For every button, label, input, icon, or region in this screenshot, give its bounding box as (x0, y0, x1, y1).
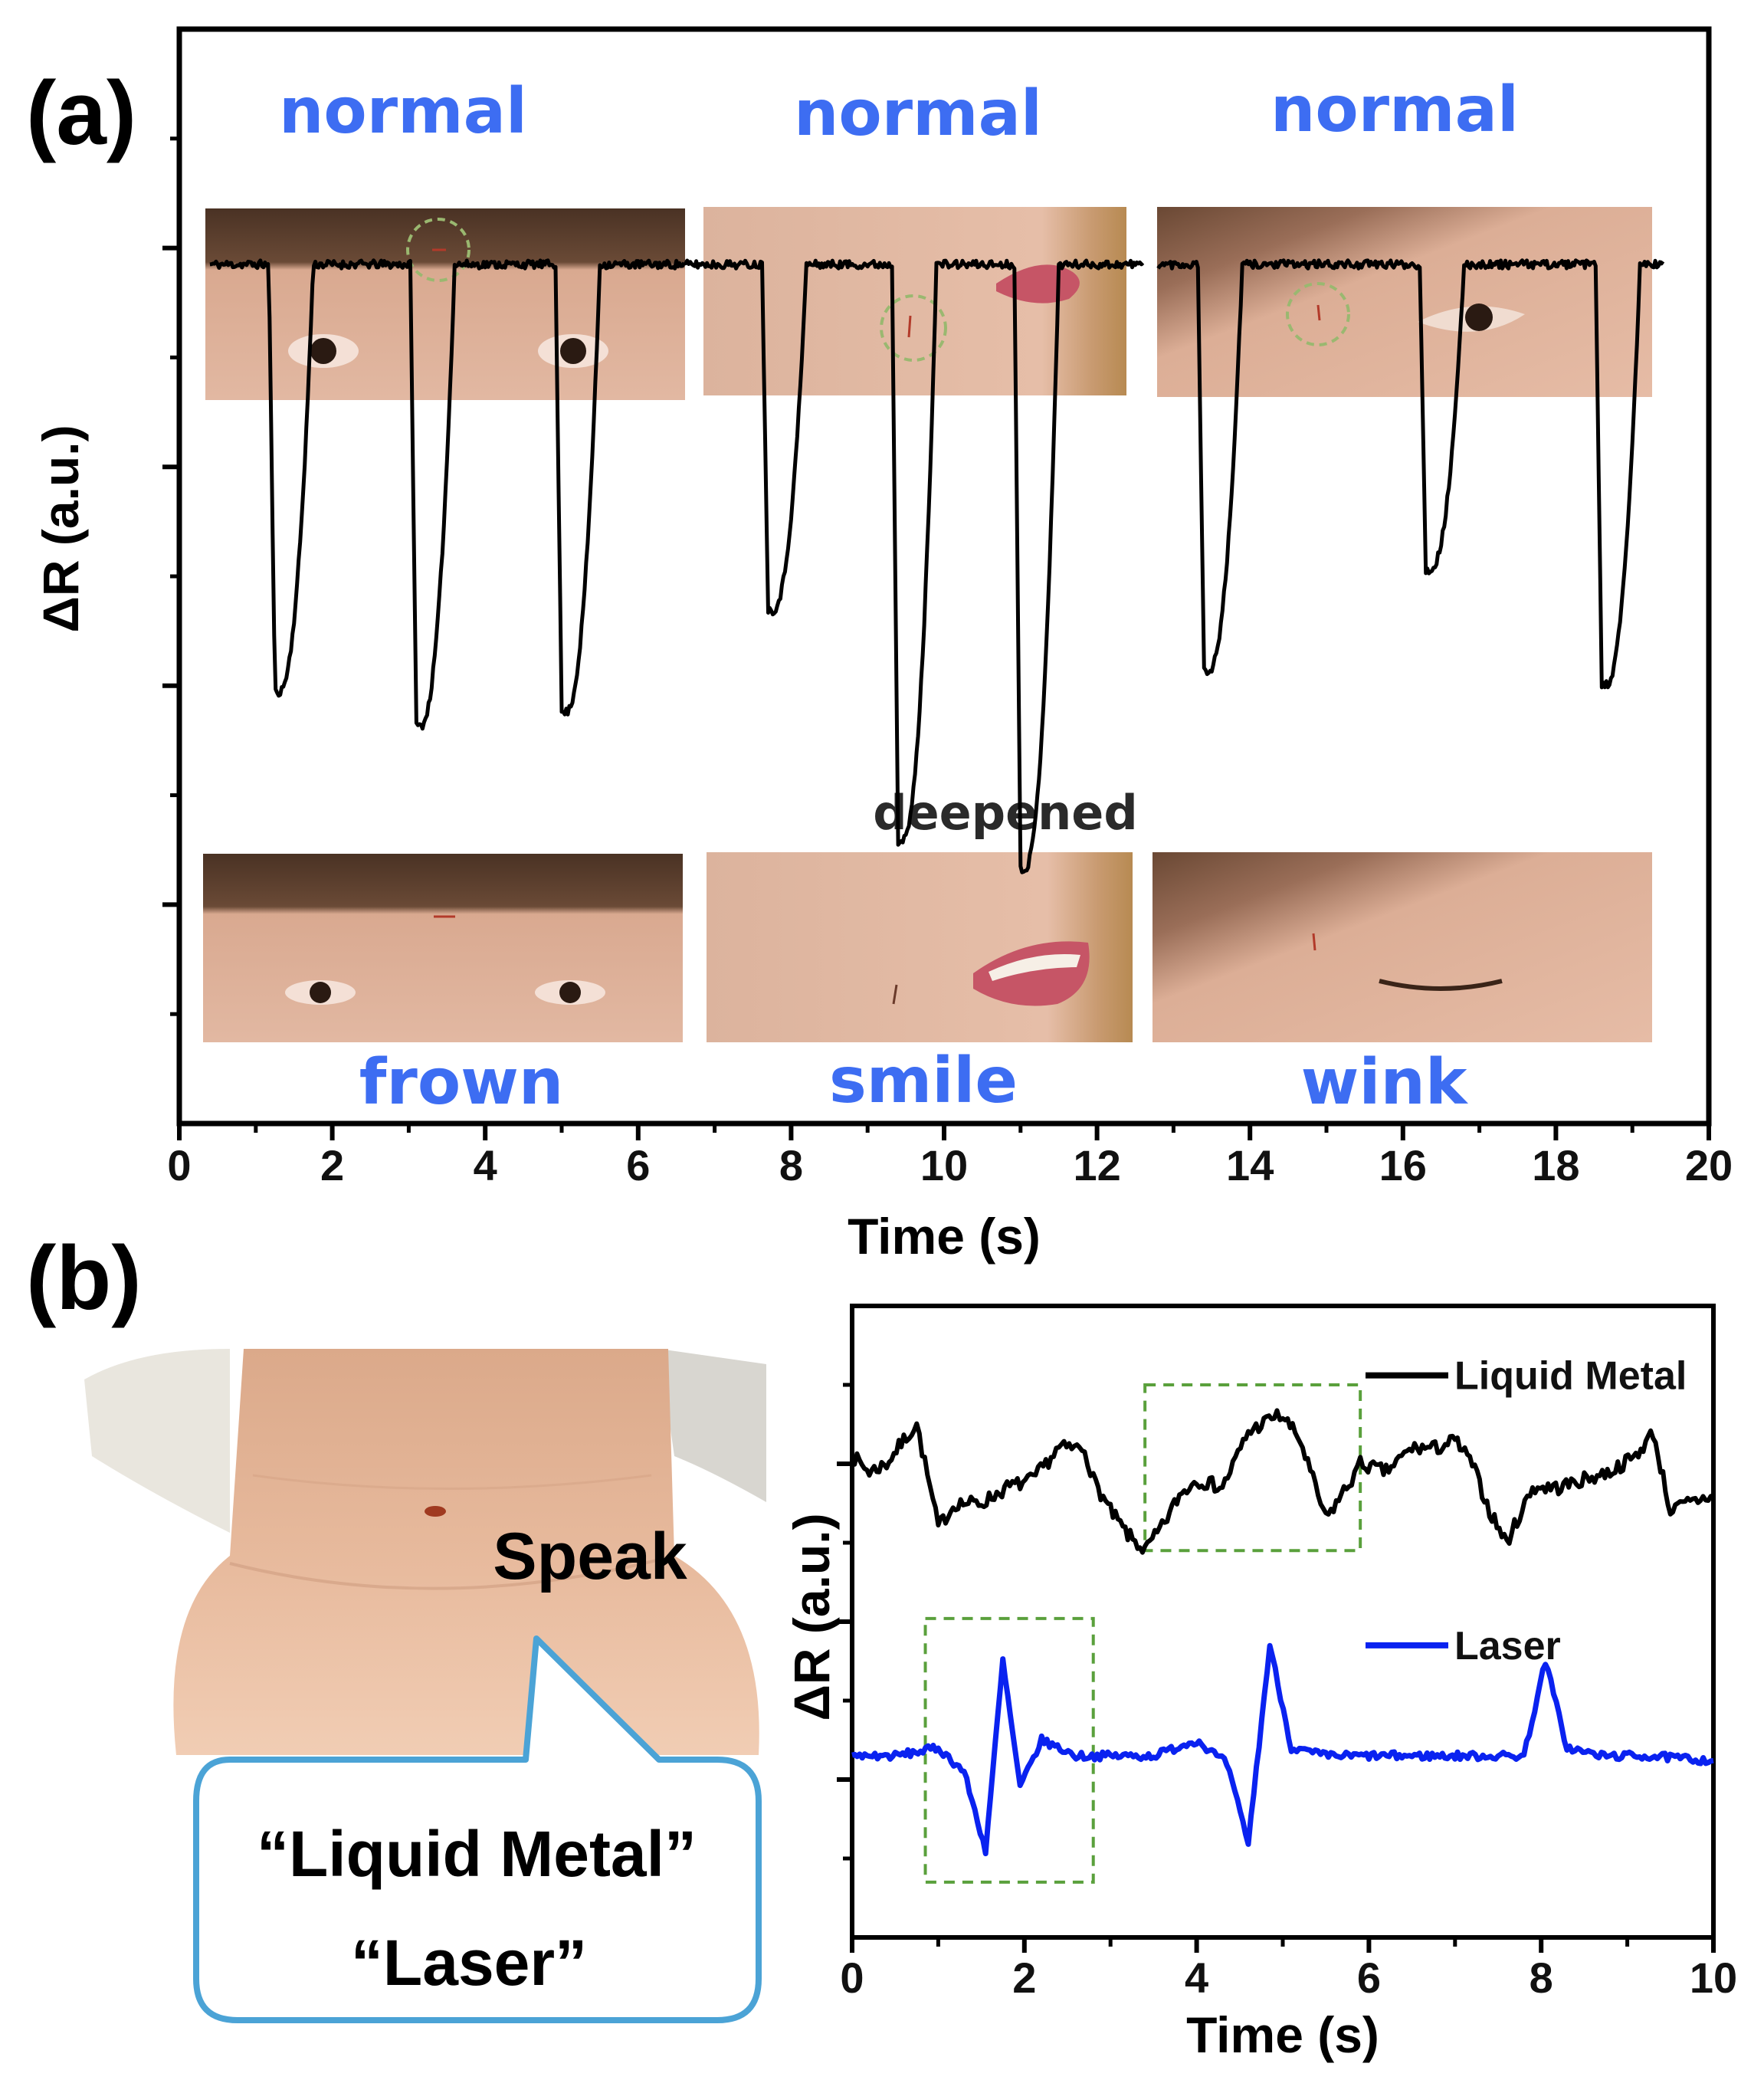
x-tick-label-a: 20 (1685, 1141, 1733, 1189)
x-tick-label-a: 12 (1073, 1141, 1120, 1189)
panel-a-label: (a) (26, 63, 136, 164)
photo-mouth-smile (707, 852, 1133, 1042)
y-axis-title-a: ΔR (a.u.) (32, 425, 89, 632)
caption-wink: wink (1301, 1046, 1469, 1119)
speak-label: Speak (493, 1520, 687, 1593)
x-tick-label-a: 0 (167, 1141, 191, 1189)
panel-a-photos (203, 207, 1652, 1042)
bubble-line-2: “Laser” (351, 1927, 587, 1999)
caption-normal-2: normal (794, 77, 1042, 150)
x-tick-label-b: 0 (840, 1954, 864, 2002)
highlight-box-2 (923, 1616, 1095, 1884)
caption-normal-1: normal (279, 75, 527, 148)
annotation-deepened: deepened (873, 785, 1137, 841)
x-tick-label-a: 8 (779, 1141, 803, 1189)
panel-a-captions: normal normal normal frown smile wink de… (279, 74, 1519, 1119)
photo-eye-normal (1157, 207, 1652, 397)
x-axis-title-b: Time (s) (1186, 2006, 1379, 2063)
x-tick-label-a: 4 (474, 1141, 497, 1189)
series-line-wink (1156, 258, 1665, 690)
x-tick-label-a: 18 (1532, 1141, 1579, 1189)
y-axis-title-b: ΔR (a.u.) (783, 1513, 840, 1721)
x-tick-label-a: 14 (1226, 1141, 1274, 1189)
photo-forehead-frown (203, 854, 683, 1042)
series-line-frown (209, 258, 686, 731)
x-tick-label-b: 2 (1012, 1954, 1036, 2002)
x-tick-label-a: 16 (1379, 1141, 1427, 1189)
series-line-laser (851, 1642, 1714, 1857)
x-axis-title-a: Time (s) (848, 1208, 1041, 1265)
photo-mouth-normal (703, 207, 1126, 395)
legend-label: Liquid Metal (1454, 1354, 1687, 1399)
highlight-box-1 (1143, 1383, 1362, 1553)
caption-frown: frown (359, 1046, 564, 1119)
caption-normal-3: normal (1271, 74, 1519, 146)
photo-eye-wink (1153, 852, 1652, 1042)
neck-photo: Speak (84, 1349, 767, 1763)
series-line-liquid-metal (851, 1408, 1714, 1555)
photo-forehead-normal (205, 208, 685, 400)
x-tick-label-a: 6 (626, 1141, 650, 1189)
bubble-line-1: “Liquid Metal” (257, 1818, 697, 1890)
x-tick-label-b: 10 (1690, 1954, 1737, 2002)
x-tick-label-a: 2 (320, 1141, 344, 1189)
x-tick-label-b: 4 (1185, 1954, 1208, 2002)
panel-b-label: (b) (26, 1228, 142, 1329)
x-tick-label-a: 10 (920, 1141, 968, 1189)
speech-bubble: “Liquid Metal” “Laser” (193, 1635, 762, 2023)
series-line-smile (683, 258, 1145, 874)
legend-label: Laser (1454, 1624, 1561, 1668)
x-tick-label-b: 8 (1530, 1954, 1553, 2002)
x-tick-label-b: 6 (1357, 1954, 1381, 2002)
caption-smile: smile (829, 1045, 1018, 1117)
